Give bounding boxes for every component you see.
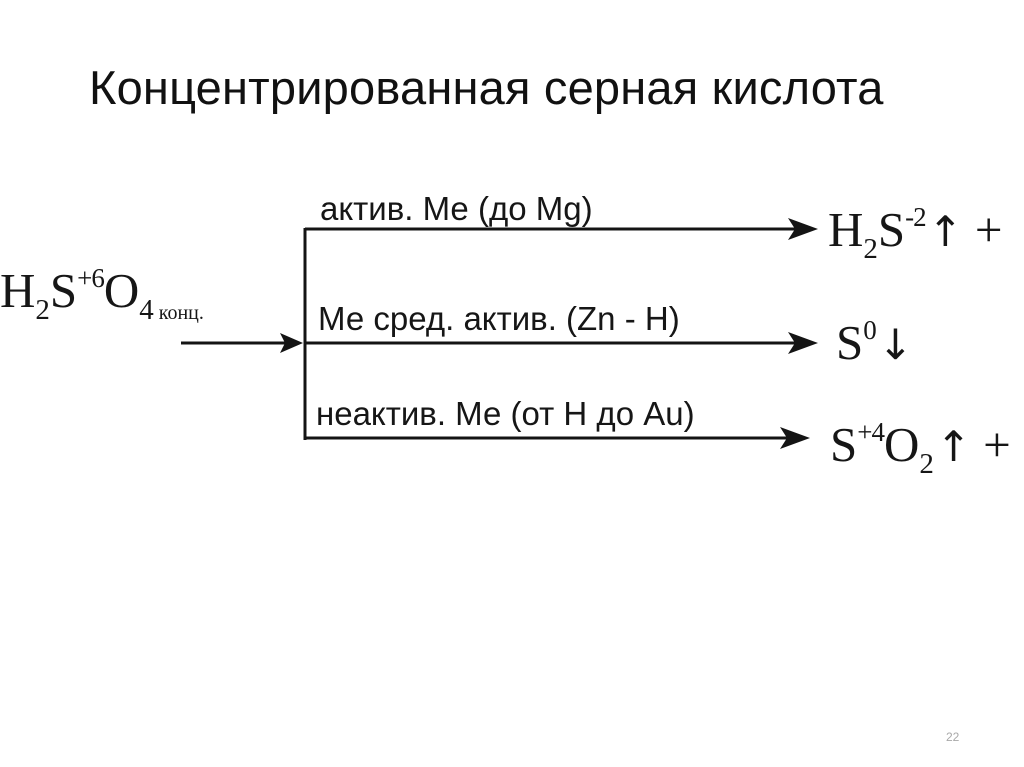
gas-up-arrow-icon: ↑ [935,422,972,471]
branch-label-medium: Ме сред. актив. (Zn - H) [318,300,680,337]
branch-arrow-3 [305,427,810,449]
reactant-h-subscript: 2 [35,294,50,326]
p3-plus: + [983,417,1011,472]
product-s: S0↓ [836,315,913,370]
slide-title: Концентрированная серная кислота [89,61,884,114]
precipitate-down-arrow-icon: ↓ [877,320,913,369]
gas-up-arrow-icon: ↑ [927,207,963,256]
reactant-s: S [49,263,78,318]
p1-s: S [877,202,906,257]
p2-s: S [836,315,864,370]
p3-o-subscript: 2 [919,448,934,480]
branch-label-inactive: неактив. Ме (от Н до Au) [316,395,695,432]
reactant-o: O [103,263,140,318]
p1-h-subscript: 2 [863,233,878,265]
p2-s-oxidation: 0 [863,315,876,345]
product-so2: S+4O2↑+ [830,417,1011,479]
p3-o: O [884,417,920,472]
page-number: 22 [946,730,960,744]
input-arrow [181,333,303,353]
p3-s-oxidation: +4 [857,417,885,447]
p1-plus: + [974,202,1003,257]
p1-h: H [828,202,864,257]
product-h2s: H2S-2↑+ [828,202,1003,264]
reactant-note: конц. [158,302,204,324]
branch-arrow-1 [305,218,818,240]
p3-s: S [830,417,858,472]
reactant-h: H [0,263,36,318]
reactant-s-oxidation: +6 [77,263,105,293]
branch-arrow-2 [305,332,818,354]
branch-label-active: актив. Ме (до Mg) [320,190,593,227]
reactant-o-subscript: 4 [139,294,154,326]
p1-s-oxidation: -2 [905,202,926,232]
